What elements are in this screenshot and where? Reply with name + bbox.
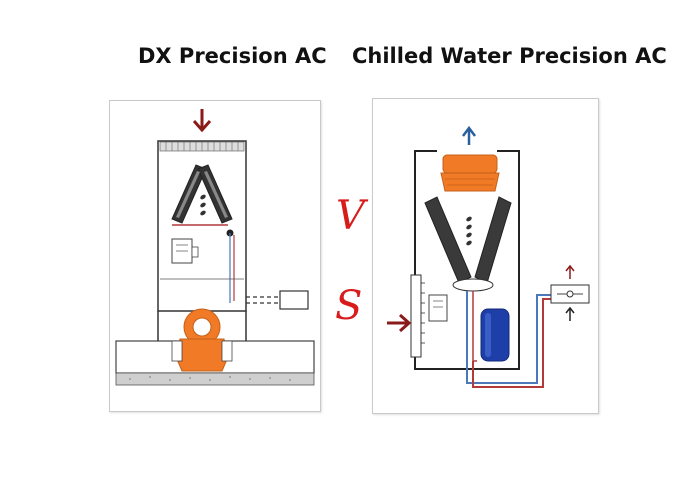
arrow-up-icon — [565, 264, 575, 279]
blower-fan-icon — [440, 154, 500, 192]
arrow-up-icon — [462, 125, 476, 145]
vs-letter-v: V — [336, 193, 365, 239]
dx-unit-diagram — [115, 109, 315, 386]
condensate-drops-icon — [200, 194, 206, 216]
three-way-valve-icon — [550, 284, 590, 304]
chilled-water-precision-ac-title: Chilled Water Precision AC — [352, 44, 667, 68]
arrow-up-icon — [565, 306, 575, 321]
condensate-drops-icon — [466, 216, 472, 246]
vs-letter-s: S — [335, 283, 363, 329]
v-coil-icon — [424, 196, 512, 284]
control-box-icon — [428, 294, 448, 322]
a-coil-icon — [171, 164, 233, 224]
blower-fan-icon — [171, 308, 233, 372]
pump-tank-icon — [480, 308, 510, 362]
filter-icon — [410, 274, 425, 358]
dx-precision-ac-title: DX Precision AC — [138, 44, 327, 68]
condenser-box-icon — [279, 290, 309, 310]
arrow-down-icon — [192, 109, 212, 133]
dx-diagram-panel — [109, 100, 321, 412]
arrow-right-icon — [387, 313, 412, 333]
chilled-water-diagram-panel — [372, 98, 599, 414]
dx-cabinet — [157, 140, 247, 312]
compressor-box-icon — [171, 238, 199, 264]
chilled-water-unit-diagram — [387, 125, 590, 388]
